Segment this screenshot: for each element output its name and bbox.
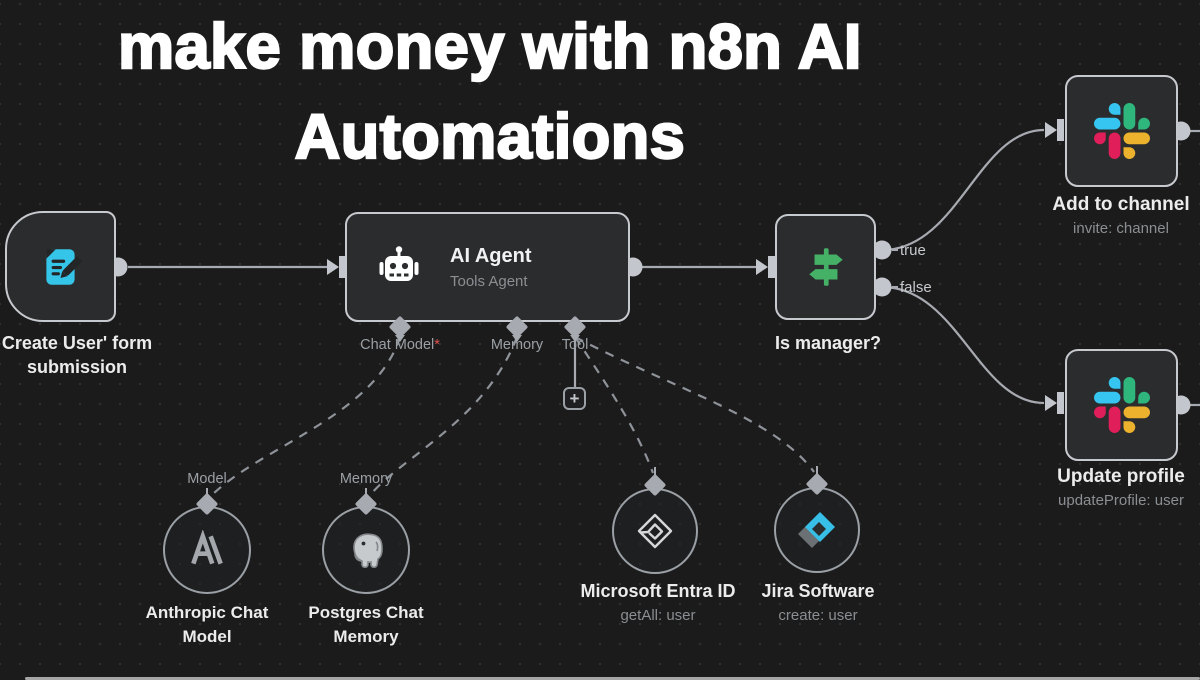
- anthropic-label-line2: Model: [182, 627, 232, 646]
- connection-true-slack-add[interactable]: [881, 128, 1045, 252]
- postgres-icon: [353, 533, 383, 569]
- ai-agent-subtitle: Tools Agent: [450, 273, 528, 290]
- node-form-trigger[interactable]: [5, 211, 116, 322]
- page-title: make money with n8n AI Automations: [0, 2, 980, 182]
- port-label-memory-sub: Memory: [339, 471, 393, 487]
- port-label-chat-model: Chat Model*: [340, 337, 460, 353]
- connection-tool-jira[interactable]: [574, 336, 815, 473]
- node-subtitle-slack-update: updateProfile: user: [1058, 492, 1184, 509]
- form-trigger-label-line2: submission: [26, 357, 128, 377]
- node-subtitle-slack-add: invite: channel: [1073, 220, 1169, 237]
- connection-memory-postgres[interactable]: [370, 336, 519, 495]
- anthropic-label-line1: Anthropic Chat: [145, 603, 269, 622]
- required-marker: *: [434, 337, 440, 353]
- input-bar-if: [768, 256, 775, 278]
- input-arrow-slack-update: [1045, 395, 1057, 411]
- slack-icon: [1093, 103, 1150, 159]
- form-trigger-icon: [45, 248, 82, 285]
- output-label-true: true: [900, 242, 926, 259]
- output-label-false: false: [900, 279, 932, 296]
- page-title-line1: make money with n8n AI: [117, 11, 863, 83]
- output-port-if-true[interactable]: [872, 240, 892, 260]
- form-trigger-label-line1: Create User' form: [1, 333, 153, 353]
- port-chat-model-tail: [395, 335, 405, 342]
- output-label-ticks: [892, 249, 898, 288]
- node-label-slack-update: Update profile: [1057, 466, 1185, 487]
- connection-false-slack-update[interactable]: [881, 285, 1045, 405]
- input-bar-slack-update: [1057, 392, 1064, 414]
- node-label-postgres: Postgres Chat Memory: [276, 601, 456, 649]
- entra-port-stem: [654, 467, 656, 479]
- postgres-label-line1: Postgres Chat: [308, 603, 424, 622]
- node-label-jira: Jira Software: [761, 581, 875, 601]
- input-arrow-if: [756, 259, 768, 275]
- chat-model-text: Chat Model: [360, 337, 435, 353]
- input-bar-agent: [339, 256, 346, 278]
- input-arrow-agent: [327, 259, 339, 275]
- node-anthropic-chat-model[interactable]: [163, 506, 251, 594]
- page-title-line2: Automations: [294, 101, 686, 173]
- node-label-anthropic: Anthropic Chat Model: [117, 601, 297, 649]
- node-jira-software[interactable]: [774, 487, 860, 573]
- anthropic-icon: [191, 530, 223, 565]
- port-memory-tail: [512, 335, 522, 342]
- ai-agent-title: AI Agent: [450, 245, 532, 267]
- connection-chatmodel-anthropic[interactable]: [212, 336, 402, 495]
- port-label-memory: Memory: [490, 337, 544, 353]
- jira-port-stem: [816, 466, 818, 478]
- node-label-entra: Microsoft Entra ID: [580, 581, 736, 601]
- node-label-if: Is manager?: [774, 333, 882, 353]
- node-slack-add-channel[interactable]: [1065, 75, 1178, 187]
- jira-icon: [798, 512, 835, 548]
- node-subtitle-jira: create: user: [778, 607, 858, 624]
- node-slack-update-profile[interactable]: [1065, 349, 1178, 461]
- node-if-is-manager[interactable]: [775, 214, 876, 320]
- input-bar-slack-add: [1057, 119, 1064, 141]
- slack-icon: [1093, 377, 1150, 433]
- node-label-slack-add: Add to channel: [1052, 194, 1190, 215]
- node-ai-agent[interactable]: AI Agent Tools Agent: [345, 212, 630, 322]
- node-postgres-chat-memory[interactable]: [322, 506, 410, 594]
- input-arrow-slack-add: [1045, 122, 1057, 138]
- port-label-model: Model: [187, 471, 227, 487]
- bottom-edge-strip: [25, 677, 1200, 680]
- node-entra-id[interactable]: [612, 488, 698, 574]
- output-port-if-false[interactable]: [872, 277, 892, 297]
- postgres-label-line2: Memory: [333, 627, 399, 646]
- signpost-icon: [808, 248, 843, 286]
- add-tool-button[interactable]: +: [563, 387, 586, 410]
- entra-id-icon: [637, 513, 673, 549]
- connection-tool-entra[interactable]: [574, 336, 655, 474]
- port-label-tool: Tool: [561, 337, 589, 353]
- node-label-form-trigger: Create User' form submission: [0, 331, 166, 379]
- node-subtitle-entra: getAll: user: [620, 607, 696, 624]
- port-tool-tail: [570, 335, 580, 342]
- robot-icon: [379, 246, 419, 281]
